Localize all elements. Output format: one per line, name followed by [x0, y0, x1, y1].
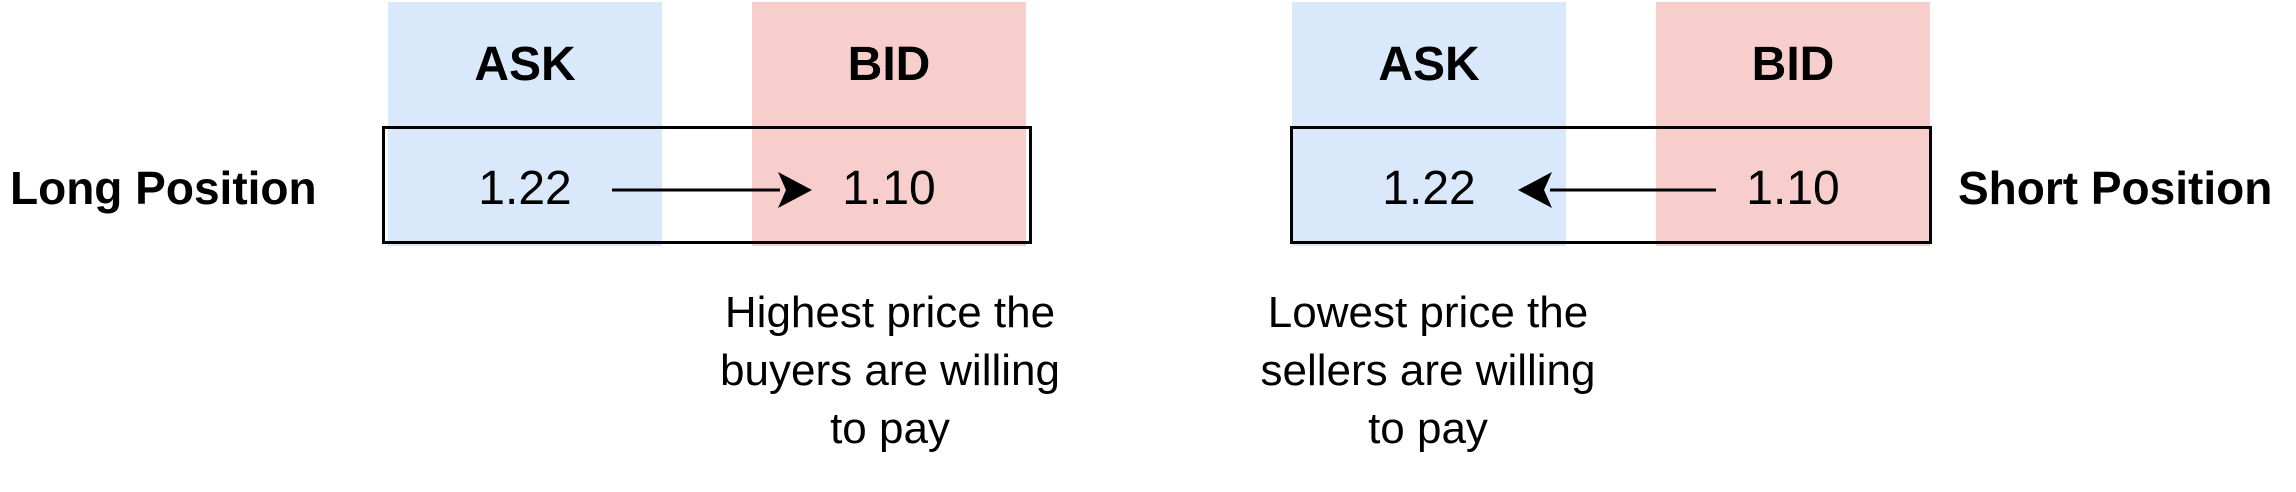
left-note: Highest price the buyers are willing to … [680, 284, 1100, 458]
left-note-line-2: buyers are willing [720, 346, 1060, 395]
right-note-line-2: sellers are willing [1260, 346, 1596, 395]
long-position-label: Long Position [10, 162, 317, 214]
right-note-line-3: to pay [1368, 404, 1488, 453]
right-bid-value: 1.10 [1746, 161, 1840, 215]
left-note-line-3: to pay [830, 404, 950, 453]
right-ask-header: ASK [1378, 37, 1480, 91]
short-position-label: Short Position [1958, 162, 2273, 214]
left-bid-header: BID [847, 37, 931, 91]
left-bid-value: 1.10 [842, 161, 936, 215]
left-ask-header: ASK [474, 37, 576, 91]
right-bid-column [1656, 2, 1930, 246]
right-ask-column [1292, 2, 1566, 246]
left-note-line-1: Highest price the [724, 288, 1056, 337]
left-ask-column [388, 2, 662, 246]
right-ask-value: 1.22 [1382, 161, 1476, 215]
right-note: Lowest price the sellers are willing to … [1218, 284, 1638, 458]
left-price-row-box [382, 126, 1032, 244]
right-bid-header: BID [1751, 37, 1835, 91]
left-bid-column [752, 2, 1026, 246]
right-note-line-1: Lowest price the [1267, 288, 1589, 337]
right-price-row-box [1290, 126, 1932, 244]
left-ask-value: 1.22 [478, 161, 572, 215]
